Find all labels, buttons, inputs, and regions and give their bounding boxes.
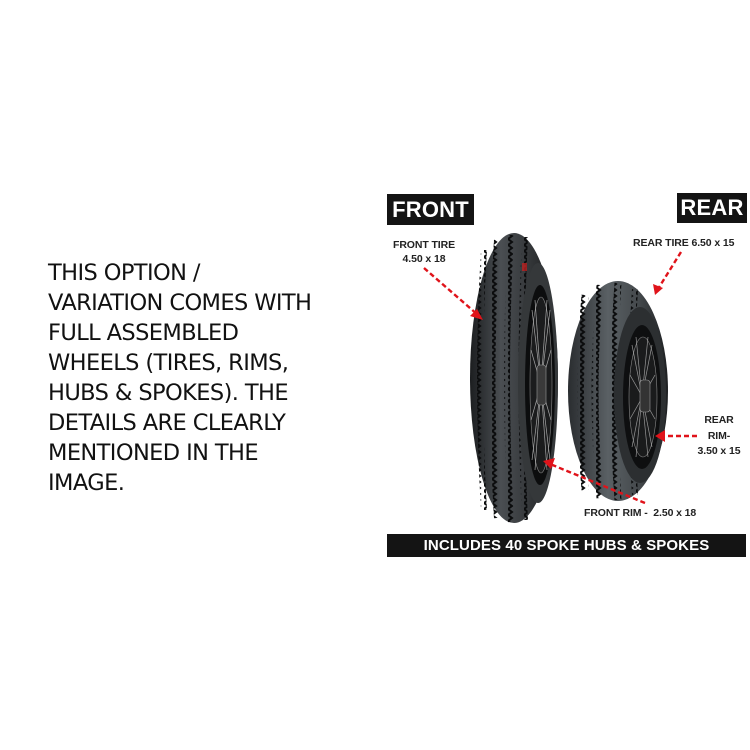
rear-wheel — [568, 281, 668, 501]
rear-rim-callout: REAR RIM- 3.50 x 15 — [694, 413, 744, 460]
front-rim-callout: FRONT RIM - 2.50 x 18 — [584, 507, 697, 519]
rear-rim-label: RIM- — [707, 429, 731, 442]
rear-tire-arrow — [656, 251, 683, 290]
includes-banner: INCLUDES 40 SPOKE HUBS & SPOKES — [387, 534, 746, 557]
front-tire-title: FRONT TIRE — [393, 239, 455, 251]
front-tire-callout: FRONT TIRE 4.50 x 18 — [384, 238, 464, 266]
callout-arrows — [423, 251, 697, 505]
rear-label: REAR — [677, 193, 747, 223]
front-label: FRONT — [387, 194, 474, 225]
wheel-diagram: FRONT REAR FRONT TIRE 4.50 x 18 REAR TIR… — [380, 185, 750, 565]
rear-rim-title: REAR — [704, 414, 734, 426]
front-rim-arrow — [549, 462, 646, 505]
rear-tire-callout: REAR TIRE 6.50 x 15 — [633, 237, 735, 249]
front-tire-arrow — [423, 267, 479, 316]
rear-rim-size: 3.50 x 15 — [697, 445, 741, 457]
arrow-heads — [470, 284, 665, 469]
wheels-illustration — [423, 233, 697, 523]
front-wheel — [470, 233, 558, 523]
front-tire-size: 4.50 x 18 — [402, 253, 446, 265]
variation-description: THIS OPTION / VARIATION COMES WITH FULL … — [48, 260, 312, 496]
